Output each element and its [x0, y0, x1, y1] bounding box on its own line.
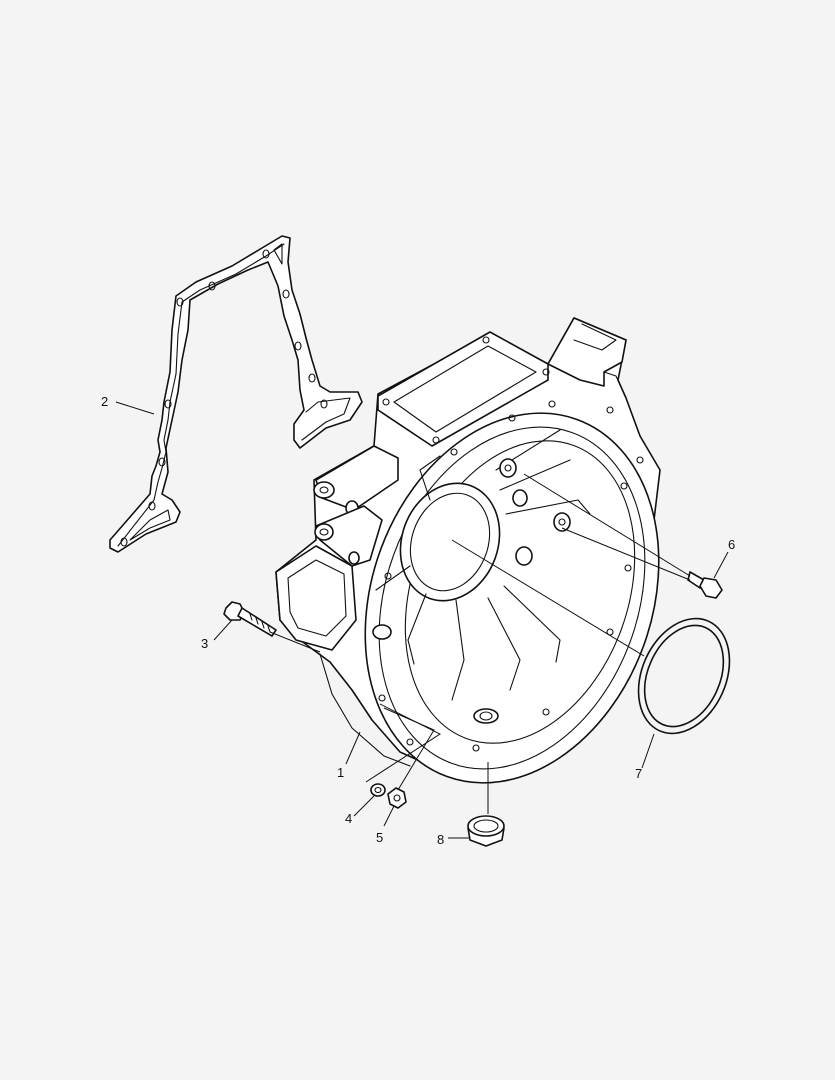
nut-part — [387, 787, 407, 809]
callout-5: 5 — [376, 830, 383, 845]
callout-8: 8 — [437, 832, 444, 847]
callout-3: 3 — [201, 636, 208, 651]
callout-2: 2 — [101, 394, 108, 409]
callout-6: 6 — [728, 537, 735, 552]
flywheel-housing-part — [275, 317, 661, 784]
callout-labels: 1 2 3 4 5 6 7 8 — [101, 394, 735, 847]
washer-part — [370, 783, 386, 797]
o-ring-part — [637, 617, 731, 735]
plug-screw-part — [687, 571, 723, 599]
assembly-lines — [269, 473, 691, 814]
callout-leaders — [115, 401, 729, 839]
gasket-part — [109, 235, 363, 553]
callout-1: 1 — [337, 765, 344, 780]
callout-7: 7 — [635, 766, 642, 781]
callout-4: 4 — [345, 811, 352, 826]
bolt-part — [223, 601, 277, 637]
sealing-cap-part — [467, 815, 505, 847]
